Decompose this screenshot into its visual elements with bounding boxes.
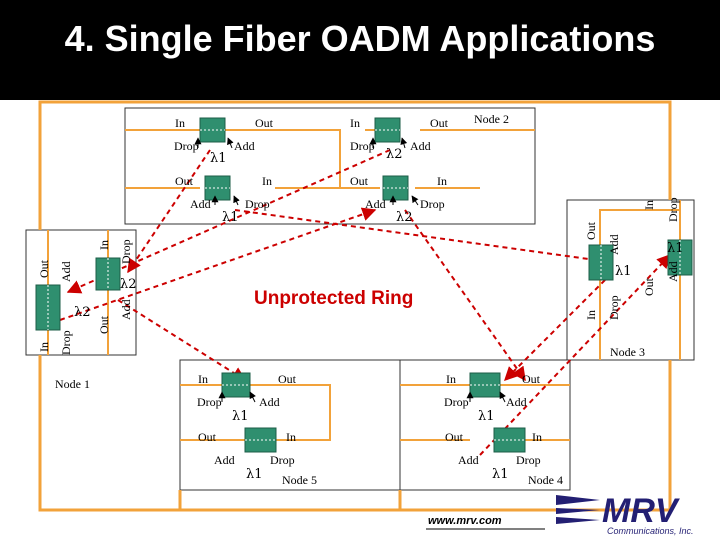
node3-b-add-label: Add [607, 234, 621, 255]
node4-label: Node 4 [528, 473, 563, 487]
node2-a-lambda: λ1 [210, 151, 227, 166]
node4-a-in-label: In [446, 372, 456, 386]
node5-a-drop-label: Drop [197, 395, 222, 409]
node2-c-out-label: Out [430, 116, 449, 130]
node2-b-in-label: In [262, 174, 272, 188]
lambda-paths [59, 149, 671, 456]
node5-b-drop-label: Drop [270, 453, 295, 467]
node-2-box [124, 107, 536, 225]
node2-d-drop-label: Drop [420, 197, 445, 211]
port-arrows [194, 137, 506, 403]
node5-b-in-label: In [286, 430, 296, 444]
node1-b-drop-label: Drop [59, 330, 73, 355]
node2-c-lambda: λ2 [386, 147, 403, 162]
node1-a-in-label: In [97, 240, 111, 250]
node2-label: Node 2 [474, 112, 509, 126]
node4-a-out-label: Out [522, 372, 541, 386]
node1-b-lambda: λ2 [74, 305, 91, 320]
node5-b-out-label: Out [198, 430, 217, 444]
ring-type-label: Unprotected Ring [254, 288, 413, 309]
node4-b-drop-label: Drop [516, 453, 541, 467]
brand-subtitle: Communications, Inc. [607, 526, 694, 536]
brand-name: MRV [602, 492, 681, 530]
node1-a-add-label: Add [119, 299, 133, 320]
node2-a-in-label: In [175, 116, 185, 130]
node3-a-lambda: λ1 [667, 241, 684, 256]
node5-b-lambda: λ1 [246, 467, 263, 482]
node2-b-out-label: Out [175, 174, 194, 188]
node3-a-out-label: Out [642, 277, 656, 296]
node3-a-add-label: Add [666, 261, 680, 282]
node2-d-in-label: In [437, 174, 447, 188]
node1-a-lambda: λ2 [120, 277, 137, 292]
node1-b-out-label: Out [37, 259, 51, 278]
node-5-box [179, 359, 401, 491]
node4-b-in-label: In [532, 430, 542, 444]
node5-a-add-label: Add [259, 395, 280, 409]
node1-b-in-label: In [37, 342, 51, 352]
node4-b-out-label: Out [445, 430, 464, 444]
node3-b-drop-label: Drop [607, 295, 621, 320]
node2-d-out-label: Out [350, 174, 369, 188]
node3-b-out-label: Out [584, 221, 598, 240]
node2-c-drop-label: Drop [350, 139, 375, 153]
node4-a-drop-label: Drop [444, 395, 469, 409]
node2-c-in-label: In [350, 116, 360, 130]
node5-a-in-label: In [198, 372, 208, 386]
node2-d-lambda: λ2 [396, 210, 413, 225]
node5-a-out-label: Out [278, 372, 297, 386]
node4-b-lambda: λ1 [492, 467, 509, 482]
node5-label: Node 5 [282, 473, 317, 487]
node3-b-lambda: λ1 [615, 264, 632, 279]
node2-b-drop-label: Drop [245, 197, 270, 211]
node3-b-in-label: In [584, 310, 598, 320]
node1-a-drop-label: Drop [119, 239, 133, 264]
node2-b-lambda: λ1 [222, 210, 239, 225]
node2-a-add-label: Add [234, 139, 255, 153]
node5-a-lambda: λ1 [232, 409, 249, 424]
node1-label: Node 1 [55, 377, 90, 391]
node2-d-add-label: Add [365, 197, 386, 211]
node1-b-add-label: Add [59, 261, 73, 282]
website-url[interactable]: www.mrv.com [428, 515, 502, 527]
node4-b-add-label: Add [458, 453, 479, 467]
node2-a-drop-label: Drop [174, 139, 199, 153]
node2-b-add-label: Add [190, 197, 211, 211]
node5-b-add-label: Add [214, 453, 235, 467]
node2-a-out-label: Out [255, 116, 274, 130]
node3-a-in-label: In [642, 200, 656, 210]
mrv-logo-icon [556, 495, 600, 524]
page-title: 4. Single Fiber OADM Applications [64, 18, 656, 59]
intra-node-fibers [47, 129, 681, 441]
node-3-box [566, 199, 695, 361]
node3-a-drop-label: Drop [666, 197, 680, 222]
node2-c-add-label: Add [410, 139, 431, 153]
title-bar [0, 0, 720, 100]
node4-a-lambda: λ1 [478, 409, 495, 424]
node3-label: Node 3 [610, 345, 645, 359]
node4-a-add-label: Add [506, 395, 527, 409]
node1-a-out-label: Out [97, 315, 111, 334]
